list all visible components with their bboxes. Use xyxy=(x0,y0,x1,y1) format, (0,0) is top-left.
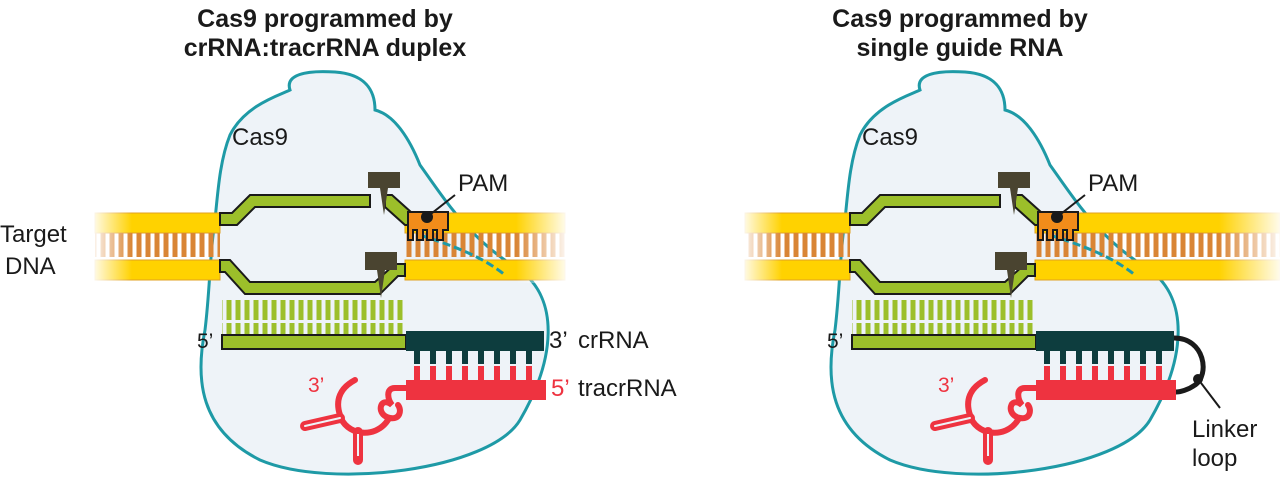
linker-loop xyxy=(1173,335,1221,409)
panel-title-line1: Cas9 programmed by xyxy=(832,5,1088,33)
pam-icon xyxy=(407,194,456,241)
cas9-label: Cas9 xyxy=(232,124,288,151)
sgrna-3prime-label: 3’ xyxy=(938,374,954,397)
linker-label-line2: loop xyxy=(1192,445,1237,472)
target-dna-left xyxy=(740,210,851,283)
nuclease-cut-top-icon xyxy=(368,172,400,215)
non-target-strand xyxy=(849,194,1001,226)
pam-label: PAM xyxy=(458,170,508,197)
guide-target-basepairs xyxy=(222,296,405,334)
cas9-label: Cas9 xyxy=(862,124,918,151)
crrna-label: crRNA xyxy=(578,327,649,354)
crrna-guide xyxy=(221,334,407,350)
panel-duplex: Cas9 programmed by crRNA:tracrRNA duplex… xyxy=(0,5,677,476)
nuclease-cut-top-icon xyxy=(998,172,1030,215)
sgrna-5prime-label: 5’ xyxy=(827,330,843,353)
panel-sgrna: Cas9 programmed by single guide RNA Cas9… xyxy=(740,5,1280,476)
guide-target-basepairs xyxy=(852,296,1035,334)
cas9-protein xyxy=(829,70,1180,476)
sgrna-repeat xyxy=(1036,331,1174,364)
tracrrna xyxy=(300,366,546,465)
sgrna-guide xyxy=(851,334,1037,350)
cas9-protein xyxy=(199,70,550,476)
non-target-strand xyxy=(219,194,371,226)
crrna-3prime-label: 3’ xyxy=(549,327,568,354)
target-strand xyxy=(219,259,406,295)
tracrrna-3prime-label: 3’ xyxy=(308,374,324,397)
target-dna-right xyxy=(1034,210,1280,283)
tracrrna-label: tracrRNA xyxy=(578,375,677,402)
target-dna-left xyxy=(90,210,221,283)
linker-label-line1: Linker xyxy=(1192,416,1257,443)
nuclease-cut-bottom-icon xyxy=(995,252,1027,298)
pam-label: PAM xyxy=(1088,170,1138,197)
nuclease-cut-bottom-icon xyxy=(365,252,397,298)
tracrrna-5prime-label: 5’ xyxy=(551,375,570,402)
pam-icon xyxy=(1037,194,1086,241)
panel-title-line2: single guide RNA xyxy=(857,34,1064,62)
target-dna-label-line2: DNA xyxy=(5,253,56,280)
panel-title-line1: Cas9 programmed by xyxy=(197,5,453,33)
crrna-repeat xyxy=(406,331,544,364)
panel-title-line2: crRNA:tracrRNA duplex xyxy=(184,34,467,62)
crrna-5prime-label: 5’ xyxy=(197,330,213,353)
target-dna-label-line1: Target xyxy=(0,221,67,248)
sgrna-tracr-portion xyxy=(930,366,1176,465)
target-strand xyxy=(849,259,1036,295)
